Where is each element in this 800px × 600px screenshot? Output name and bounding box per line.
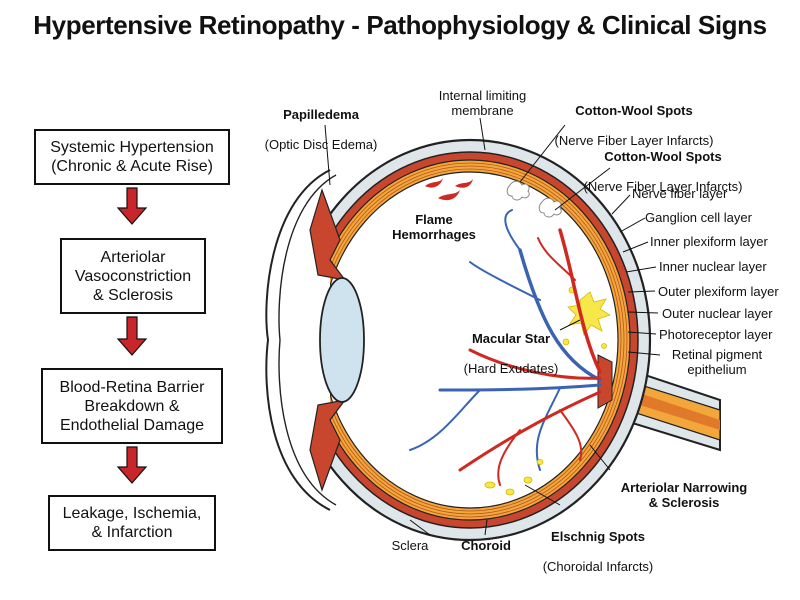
label-layer-rpe: Retinal pigment epithelium xyxy=(671,347,763,377)
artery xyxy=(497,429,521,486)
label-layer-photoreceptor: Photoreceptor layer xyxy=(659,327,773,342)
label-papilledema: Papilledema (Optic Disc Edema) xyxy=(255,92,387,167)
leader-lines xyxy=(324,117,661,536)
flow-arrow-2 xyxy=(116,316,148,356)
label-layer-ganglion-cell: Ganglion cell layer xyxy=(645,210,752,225)
label-layer-nerve-fiber: Nerve fiber layer xyxy=(632,186,728,201)
flow-box-label: Leakage, Ischemia, & Infarction xyxy=(62,505,202,541)
vein xyxy=(409,389,481,451)
label-title: Cotton-Wool Spots xyxy=(604,149,722,164)
label-subtitle: (Choroidal Infarcts) xyxy=(542,559,654,574)
vein xyxy=(438,383,602,392)
label-layer-inner-plexiform: Inner plexiform layer xyxy=(650,234,768,249)
vein xyxy=(469,261,541,301)
flow-box-systemic-hypertension: Systemic Hypertension (Chronic & Acute R… xyxy=(34,129,230,185)
label-layer-outer-plexiform: Outer plexiform layer xyxy=(658,284,779,299)
artery xyxy=(559,409,583,461)
lens xyxy=(319,277,365,403)
label-title: Elschnig Spots xyxy=(551,529,645,544)
artery xyxy=(558,228,602,374)
vein xyxy=(504,209,521,251)
label-cotton-wool-spots-2: Cotton-Wool Spots (Nerve Fiber Layer Inf… xyxy=(574,134,752,209)
flow-box-vasoconstriction: Arteriolar Vasoconstriction & Sclerosis xyxy=(60,238,206,314)
page-title: Hypertensive Retinopathy - Pathophysiolo… xyxy=(33,10,767,40)
flow-box-label: Arteriolar Vasoconstriction & Sclerosis xyxy=(74,248,192,304)
label-title: Papilledema xyxy=(283,107,359,122)
label-internal-limiting-membrane: Internal limiting membrane xyxy=(438,88,527,118)
flow-box-label: Blood-Retina Barrier Breakdown & Endothe… xyxy=(59,378,205,434)
label-subtitle: (Nerve Fiber Layer Infarcts) xyxy=(554,133,714,148)
label-elschnig-spots: Elschnig Spots (Choroidal Infarcts) xyxy=(528,514,668,589)
elschnig-spots xyxy=(484,459,544,496)
label-choroid: Choroid xyxy=(461,538,511,553)
flow-arrow-1 xyxy=(116,187,148,225)
label-title: Macular Star xyxy=(471,331,551,346)
artery xyxy=(458,390,602,472)
label-sclera: Sclera xyxy=(391,538,429,553)
retinal-vessels xyxy=(409,209,602,486)
label-layer-inner-nuclear: Inner nuclear layer xyxy=(659,259,767,274)
flame-hemorrhages xyxy=(425,178,473,201)
flow-box-label: Systemic Hypertension (Chronic & Acute R… xyxy=(50,139,214,175)
label-cotton-wool-spots-1: Cotton-Wool Spots (Nerve Fiber Layer Inf… xyxy=(545,88,723,163)
flow-box-leakage: Leakage, Ischemia, & Infarction xyxy=(48,495,216,551)
label-arteriolar-narrowing: Arteriolar Narrowing & Sclerosis xyxy=(620,480,748,510)
cotton-wool-spots xyxy=(506,180,562,218)
label-layer-outer-nuclear: Outer nuclear layer xyxy=(662,306,773,321)
artery xyxy=(468,348,602,380)
optic-disc xyxy=(597,354,613,409)
label-flame-hemorrhages: Flame Hemorrhages xyxy=(392,212,476,242)
label-subtitle: (Optic Disc Edema) xyxy=(264,137,378,152)
artery xyxy=(537,237,576,281)
flow-arrow-3 xyxy=(116,446,148,484)
label-macular-star: Macular Star (Hard Exudates) xyxy=(452,316,570,391)
label-title: Cotton-Wool Spots xyxy=(575,103,693,118)
flow-box-barrier-breakdown: Blood-Retina Barrier Breakdown & Endothe… xyxy=(41,368,223,444)
label-subtitle: (Hard Exudates) xyxy=(463,361,559,376)
vein xyxy=(518,248,602,382)
label-subtitle: (Nerve Fiber Layer Infarcts) xyxy=(583,179,743,194)
